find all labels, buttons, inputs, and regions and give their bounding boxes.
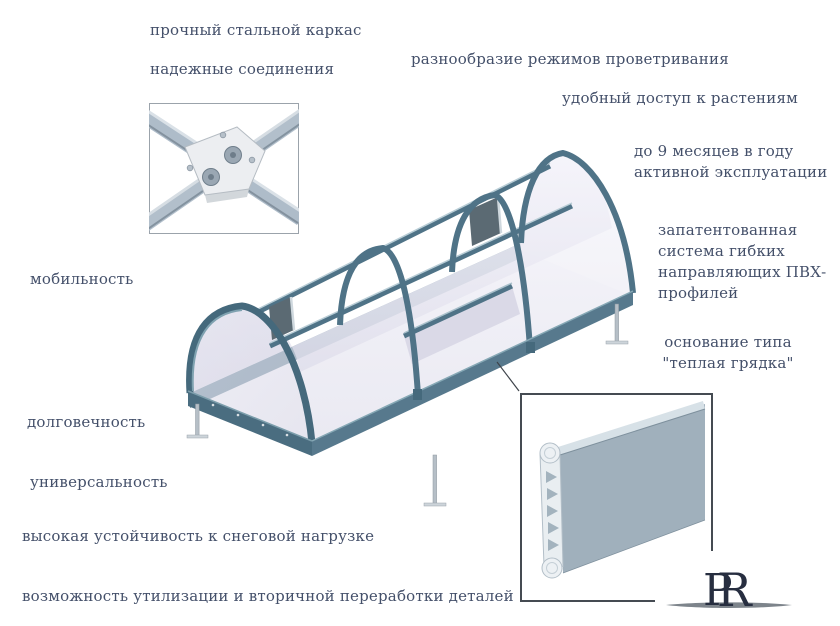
inset-border [520, 393, 713, 602]
front-arch-highlight [191, 309, 243, 392]
panel-top-highlight [558, 401, 705, 455]
label-reliable-joints: надежные соединения [150, 60, 335, 78]
panel-face [560, 404, 705, 573]
logo-letter-r: R [717, 563, 753, 617]
profile-ribs [546, 471, 559, 551]
logo-underline-swoosh [666, 602, 792, 608]
label-ventilation: разнообразие режимов проветривания [411, 50, 729, 68]
side-sliding-panel [402, 282, 520, 364]
leader-line [496, 361, 520, 392]
label-strong-frame: прочный стальной каркас [150, 21, 362, 39]
label-recycling: возможность утилизации и вторичной перер… [22, 587, 514, 605]
base-rivets [211, 403, 289, 437]
logo-letter-p: P [703, 565, 733, 616]
connecting-plate [184, 126, 266, 203]
middle-arch-1 [337, 244, 421, 396]
middle-arch-2 [449, 191, 533, 349]
logo: P R [666, 563, 792, 617]
label-universality: универсальность [30, 473, 168, 491]
label-snow-load: высокая устойчивость к снеговой нагрузке [22, 527, 375, 545]
front-arch [186, 302, 316, 444]
label-base-type: основание типа "теплая грядка" [662, 333, 794, 372]
label-patented-system: запатентованная система гибких направляю… [658, 221, 827, 302]
base-frame [187, 290, 634, 456]
label-months-of-use: до 9 месяцев в году активной эксплуатаци… [634, 142, 828, 181]
label-mobility: мобильность [30, 270, 134, 288]
rivets [186, 131, 256, 186]
label-durability: долговечность [27, 413, 146, 431]
label-plant-access: удобный доступ к растениям [562, 89, 798, 107]
joint-detail-inset [149, 103, 299, 234]
profile-cross-section [539, 442, 564, 579]
frame-arches [186, 149, 636, 444]
profile-detail-inset [520, 393, 713, 602]
legs [186, 303, 629, 507]
rear-arch [518, 149, 636, 294]
